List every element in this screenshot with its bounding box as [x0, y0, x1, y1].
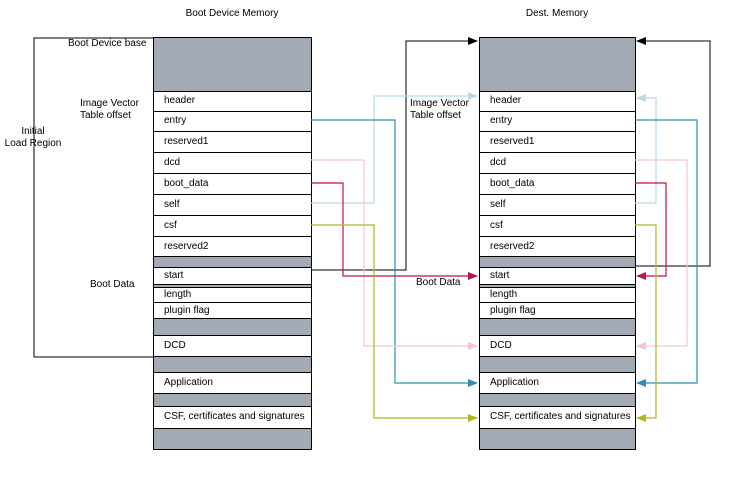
- right-gap-block-3: [479, 356, 635, 372]
- right-dcd-block-label: DCD: [490, 340, 512, 351]
- left-boot-data-label: boot_data: [164, 178, 209, 189]
- right-reserved1-label: reserved1: [490, 136, 535, 147]
- left-dcd-label: dcd: [164, 157, 181, 168]
- left-csf-label: csf: [164, 220, 177, 231]
- left-start-label: start: [164, 270, 184, 281]
- dest-start-to-base-arrow: [635, 37, 711, 267]
- left-gap-block-1: [153, 256, 311, 267]
- csf-to-csf-block-arrow: [311, 224, 478, 422]
- left-header-label: header: [164, 95, 196, 106]
- initial-load-region-bracket: [33, 37, 153, 358]
- right-gap-block-4: [479, 393, 635, 406]
- ivt-offset-label-left-1: Image Vector: [80, 98, 139, 109]
- right-dcd-label: dcd: [490, 157, 507, 168]
- start-to-dest-base-arrow: [311, 37, 478, 271]
- right-memory-column: [479, 37, 636, 450]
- initial-load-region-label-1: Initial: [21, 126, 45, 137]
- entry-to-application-arrow: [311, 119, 478, 387]
- left-length-cell: [153, 287, 311, 302]
- boot-data-label-right: Boot Data: [416, 277, 461, 288]
- right-reserved2-label: reserved2: [490, 241, 535, 252]
- ivt-offset-label-right-2: Table offset: [410, 110, 461, 121]
- left-gap-block-3: [153, 356, 311, 372]
- left-gap-block-4: [153, 393, 311, 406]
- left-gap-block-2: [153, 318, 311, 335]
- dest-boot-data-to-start-arrow: [635, 182, 667, 280]
- ivt-offset-label-left-2: Table offset: [80, 110, 131, 121]
- dcd-to-dcd-block-arrow: [311, 159, 478, 350]
- left-reserved2-cell: [153, 236, 311, 256]
- right-bottom-block: [479, 428, 635, 449]
- dest-csf-to-csf-block-arrow: [635, 224, 657, 422]
- dest-self-to-header-arrow: [635, 94, 657, 204]
- right-gap-block-2: [479, 318, 635, 335]
- initial-load-region-label-2: Load Region: [4, 138, 62, 149]
- left-bottom-block: [153, 428, 311, 449]
- right-gap-block-1: [479, 256, 635, 267]
- left-memory-column: [153, 37, 312, 450]
- right-boot-data-label: boot_data: [490, 178, 535, 189]
- left-reserved2-label: reserved2: [164, 241, 209, 252]
- left-dcd-block: [153, 335, 311, 356]
- dest-dcd-to-dcd-block-arrow: [635, 159, 688, 350]
- right-csf-label: csf: [490, 220, 503, 231]
- left-column-title: Boot Device Memory: [185, 8, 279, 19]
- left-csf-block: [153, 406, 311, 428]
- left-plugin-cell: [153, 302, 311, 318]
- right-plugin-flag-label: plugin flag: [490, 305, 536, 316]
- right-self-label: self: [490, 199, 506, 210]
- right-header-label: header: [490, 95, 522, 106]
- right-entry-label: entry: [490, 115, 513, 126]
- left-application-label: Application: [164, 377, 213, 388]
- boot-device-base-label: Boot Device base: [68, 38, 147, 49]
- left-header-cell: [153, 91, 311, 111]
- left-self-label: self: [164, 199, 180, 210]
- right-application-label: Application: [490, 377, 539, 388]
- left-entry-cell: [153, 111, 311, 131]
- right-csf-block-label: CSF, certificates and signatures: [490, 411, 631, 422]
- left-dcd-block-label: DCD: [164, 340, 186, 351]
- dest-entry-to-application-arrow: [635, 119, 698, 387]
- left-reserved1-label: reserved1: [164, 136, 209, 147]
- right-start-label: start: [490, 270, 510, 281]
- left-base-block: [153, 37, 311, 91]
- right-column-title: Dest. Memory: [525, 8, 589, 19]
- right-length-label: length: [490, 289, 518, 300]
- left-plugin-flag-label: plugin flag: [164, 305, 210, 316]
- left-length-label: length: [164, 289, 192, 300]
- left-boot-data-cell: [153, 173, 311, 194]
- left-start-cell: [153, 267, 311, 284]
- left-csf-cell: [153, 215, 311, 236]
- left-self-cell: [153, 194, 311, 215]
- left-dcd-cell: [153, 152, 311, 173]
- left-csf-block-label: CSF, certificates and signatures: [164, 411, 305, 422]
- left-entry-label: entry: [164, 115, 187, 126]
- left-gap-thin: [153, 284, 311, 287]
- left-reserved1-cell: [153, 131, 311, 152]
- boot-data-to-start-arrow: [311, 182, 478, 280]
- ivt-offset-label-right-1: Image Vector: [410, 98, 469, 109]
- boot-data-label-left: Boot Data: [90, 279, 135, 290]
- left-application-block: [153, 372, 311, 393]
- right-base-block: [479, 37, 635, 91]
